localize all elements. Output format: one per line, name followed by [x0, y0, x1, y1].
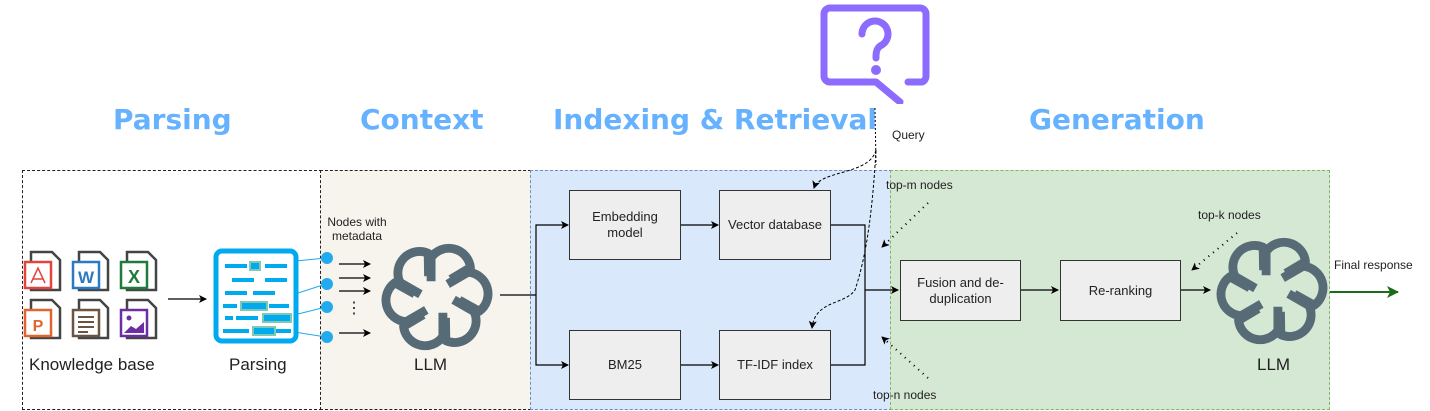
top-n-nodes-label: top-n nodes	[873, 388, 937, 402]
text-file-icon	[71, 298, 110, 340]
query-to-vector	[812, 149, 877, 189]
embedding-model-box: Embedding model	[569, 190, 681, 260]
knowledge-base-icons: W X P	[23, 250, 158, 340]
excel-file-icon: X	[119, 250, 158, 292]
section-title-parsing: Parsing	[113, 103, 232, 136]
svg-text:X: X	[128, 267, 140, 287]
word-file-icon: W	[71, 250, 110, 292]
section-title-generation: Generation	[1029, 103, 1205, 136]
vector-database-box: Vector database	[719, 190, 831, 260]
svg-text:P: P	[33, 318, 44, 335]
parsing-label: Parsing	[229, 355, 287, 374]
powerpoint-file-icon: P	[23, 298, 62, 340]
image-file-icon	[119, 298, 158, 340]
arrow-to-bm25	[535, 295, 569, 369]
top-k-nodes-label: top-k nodes	[1198, 208, 1261, 222]
top-m-nodes-label: top-m nodes	[886, 178, 953, 192]
query-question-icon	[820, 4, 930, 104]
arrow-vector-to-merge	[831, 224, 866, 366]
query-stem	[874, 107, 877, 166]
parsing-document-icon	[213, 248, 299, 344]
node-arrows	[339, 260, 371, 337]
knowledge-base-label: Knowledge base	[29, 355, 155, 374]
fusion-dedup-box: Fusion and de-duplication	[900, 260, 1021, 321]
final-response-label: Final response	[1334, 258, 1413, 272]
section-title-indexing: Indexing & Retrieval	[553, 103, 878, 136]
top-k-dotted-arrow	[1191, 232, 1238, 271]
nodes-ellipsis: ⋮	[346, 300, 362, 317]
top-n-dotted-arrow	[881, 336, 929, 379]
nodes-with-metadata-label: Nodes with metadata	[323, 215, 391, 243]
top-m-dotted-arrow	[881, 202, 929, 248]
query-to-tfidf	[808, 149, 877, 329]
llm-icon-context	[381, 243, 493, 351]
llm-icon-generation	[1216, 237, 1328, 345]
pdf-file-icon	[23, 250, 62, 292]
node-dots	[321, 252, 333, 343]
llm-label-context: LLM	[414, 355, 448, 374]
tfidf-index-box: TF-IDF index	[719, 330, 831, 400]
reranking-box: Re-ranking	[1060, 260, 1181, 321]
llm-label-generation: LLM	[1257, 355, 1291, 374]
svg-text:W: W	[78, 268, 95, 287]
nodes-with-metadata-text: Nodes with metadata	[327, 215, 387, 243]
query-label: Query	[892, 128, 925, 142]
bm25-box: BM25	[569, 330, 681, 400]
section-title-context: Context	[360, 103, 484, 136]
context-region	[320, 170, 531, 410]
arrow-to-embedding	[535, 221, 569, 295]
